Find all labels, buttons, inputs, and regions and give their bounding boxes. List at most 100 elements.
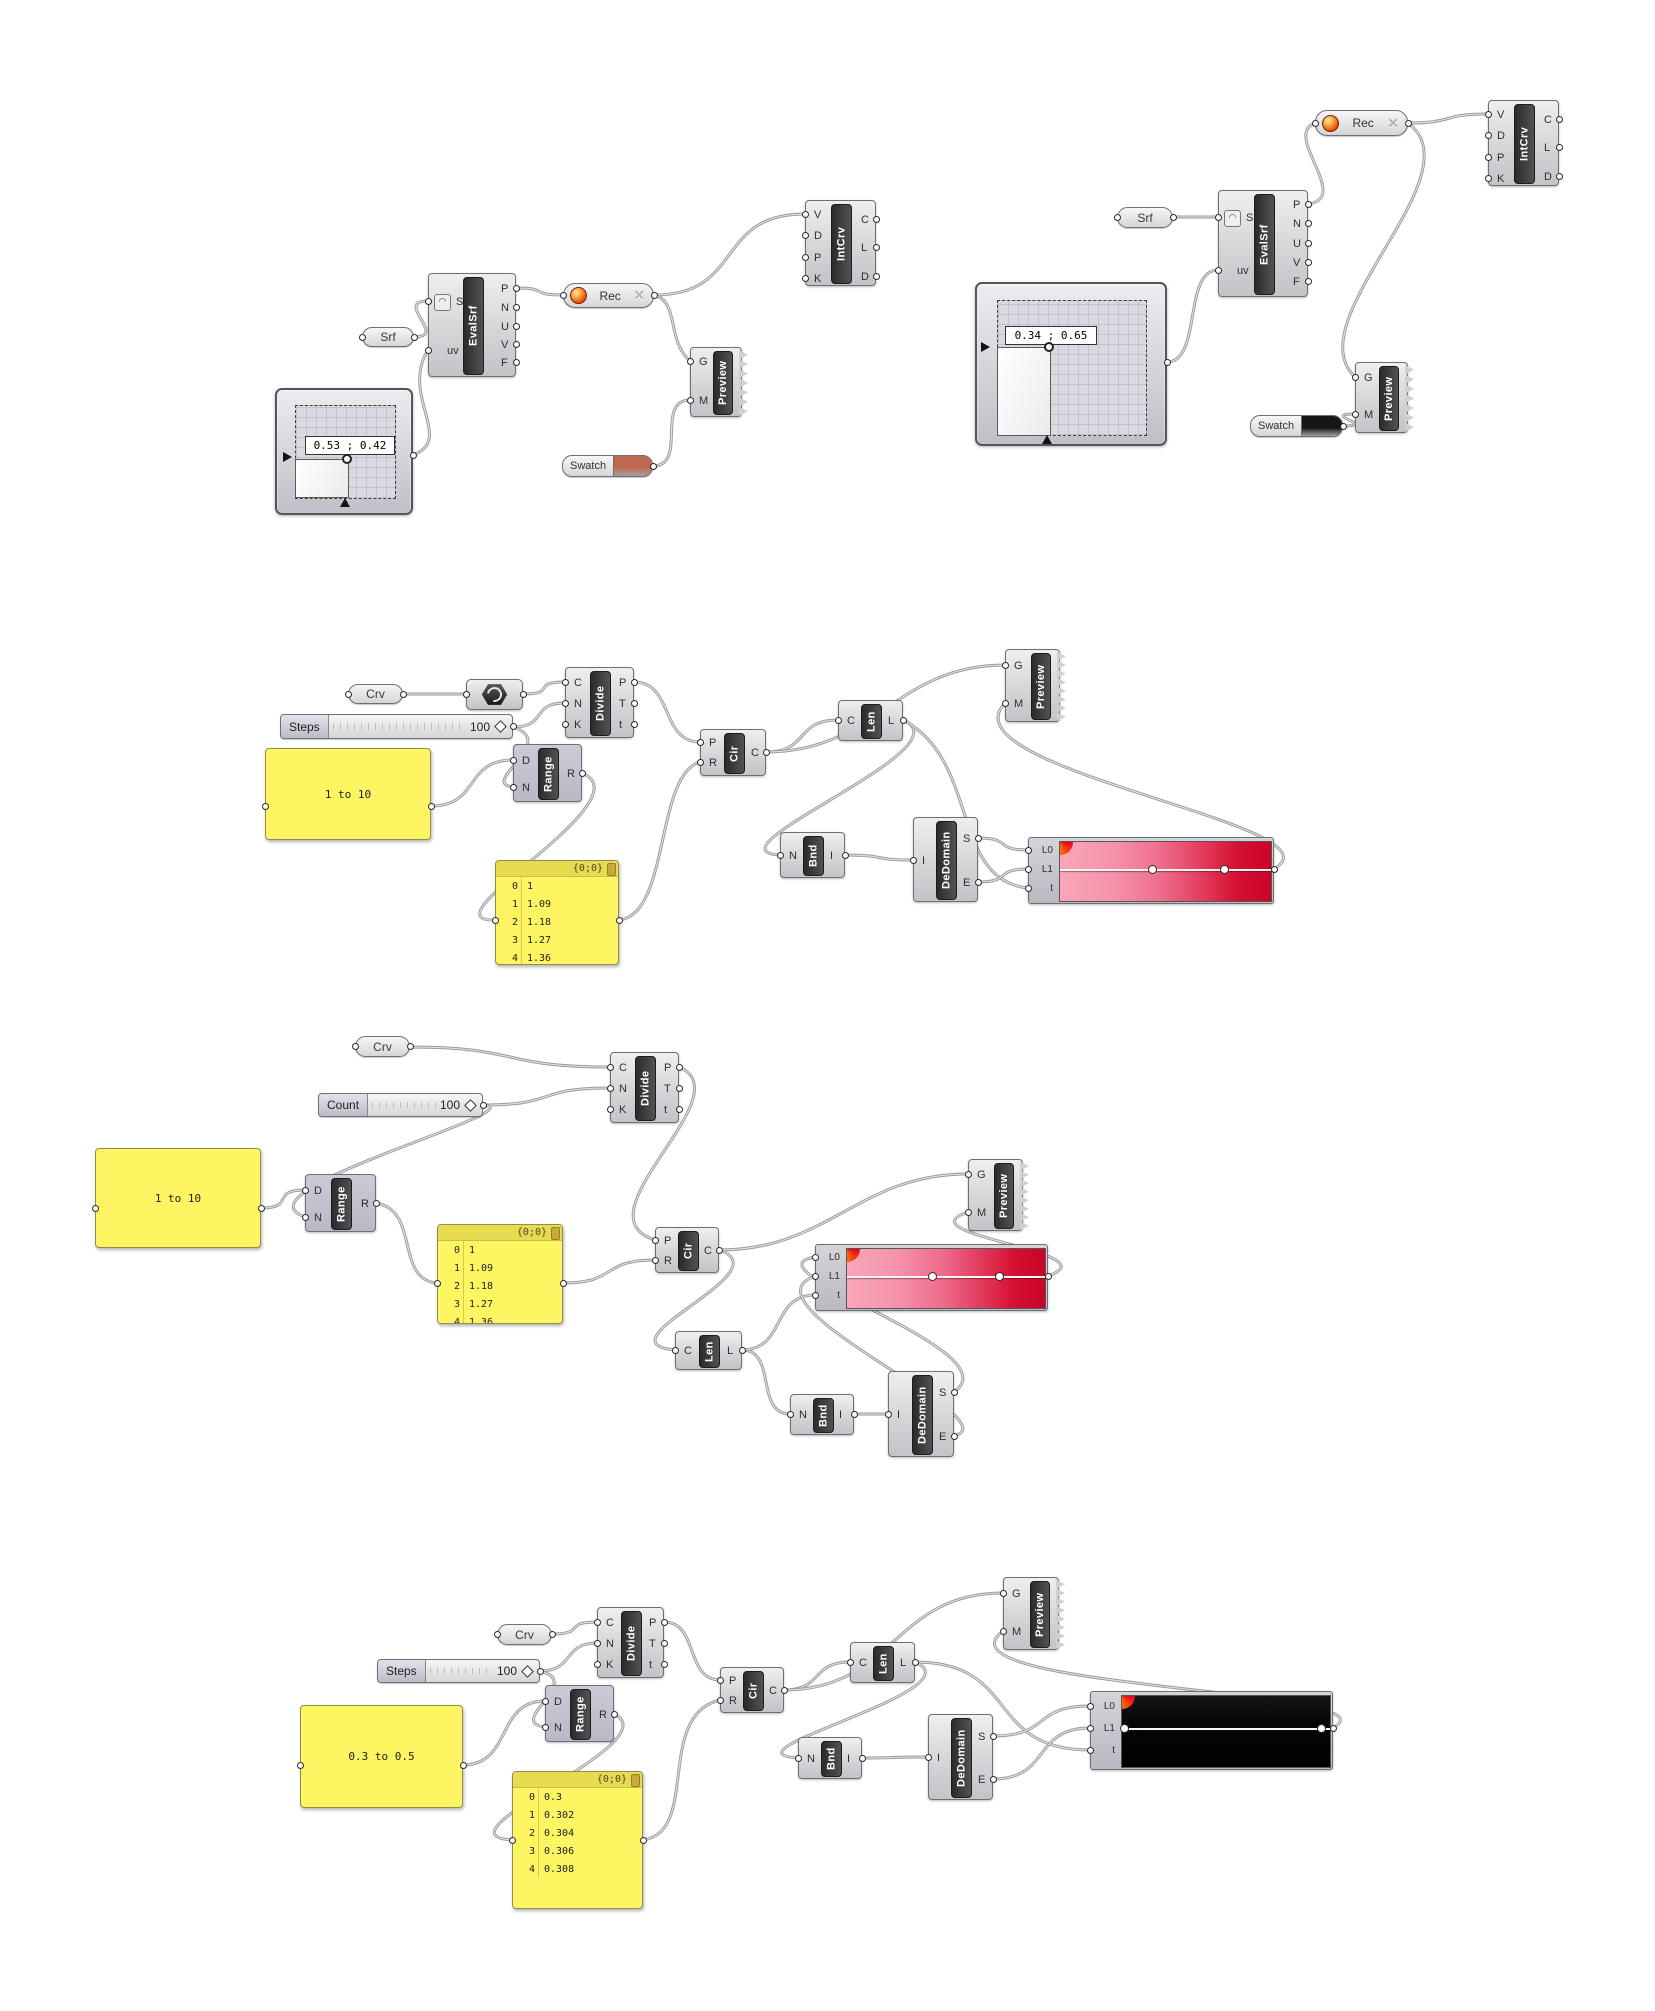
listpanel-5-in-port[interactable]: [508, 1836, 516, 1844]
preview-5-in-M-port[interactable]: [999, 1627, 1007, 1635]
intcrv-2-out-L-port[interactable]: [1555, 143, 1563, 151]
md-slider-1[interactable]: 0.53 ; 0.42: [275, 388, 413, 515]
intcrv-2-out-C-port[interactable]: [1555, 115, 1563, 123]
intcrv-1-out-D-port[interactable]: [872, 272, 880, 280]
dedomain-5-out-S-port[interactable]: [989, 1732, 997, 1740]
gradient-5-in-t-port[interactable]: [1086, 1746, 1094, 1754]
md-slider-2-handle[interactable]: [1044, 342, 1054, 352]
steps-slider-5-out-port[interactable]: [536, 1667, 544, 1675]
swatch-1-out-port[interactable]: [649, 462, 657, 470]
divide-3-in-N-port[interactable]: [561, 699, 569, 707]
srf-param-2-out-port[interactable]: [1169, 214, 1177, 221]
gradient-3-in-L0-port[interactable]: [1024, 846, 1032, 854]
intcrv-2-in-P-port[interactable]: [1484, 153, 1492, 161]
evalsrf-1-out-N-port[interactable]: [512, 303, 520, 311]
evalsrf-1-out-P-port[interactable]: [512, 284, 520, 292]
preview-3-in-M-port[interactable]: [1001, 699, 1009, 707]
md-slider-2-out-port[interactable]: [1163, 358, 1171, 366]
listpanel-3-drag-tab[interactable]: [607, 863, 616, 876]
range-5-in-N-port[interactable]: [541, 1723, 549, 1731]
steps-slider-5-track[interactable]: [429, 1668, 493, 1674]
divide-3-out-P-port[interactable]: [630, 678, 638, 686]
cir-5-in-P-port[interactable]: [716, 1676, 724, 1684]
preview-1-in-M-port[interactable]: [686, 396, 694, 404]
crv-param-3[interactable]: Crv: [348, 684, 403, 704]
panel-03to05-5-out-port[interactable]: [459, 1761, 467, 1769]
divide-4-out-P-port[interactable]: [675, 1063, 683, 1071]
intcrv-2-in-K-port[interactable]: [1484, 174, 1492, 182]
preview-2-in-M-port[interactable]: [1351, 410, 1359, 418]
gradient-5-grip-1[interactable]: [1317, 1723, 1327, 1733]
intcrv-2-out-D-port[interactable]: [1555, 172, 1563, 180]
preview-4-in-G-port[interactable]: [964, 1170, 972, 1178]
preview-2-in-G-port[interactable]: [1351, 373, 1359, 381]
gradient-3-in-t-port[interactable]: [1024, 884, 1032, 892]
md-slider-1-handle[interactable]: [342, 454, 352, 464]
gradient-4-grip-0[interactable]: [927, 1271, 937, 1281]
listpanel-5-out-port[interactable]: [639, 1836, 647, 1844]
evalsrf-2-in-uv-port[interactable]: [1214, 266, 1222, 274]
steps-slider-3-track[interactable]: [332, 723, 466, 730]
evalsrf-1-in-uv-port[interactable]: [424, 346, 432, 354]
evalsrf-1-in-S-port[interactable]: [424, 297, 432, 305]
curve-data-3-out-port[interactable]: [519, 691, 527, 698]
count-slider-4-out-port[interactable]: [479, 1101, 487, 1109]
gradient-3-grip-1[interactable]: [1220, 864, 1230, 874]
rec-2-out-port[interactable]: [1404, 119, 1412, 127]
range-5-out-R-port[interactable]: [610, 1710, 618, 1718]
swatch-2-color-well[interactable]: [1301, 416, 1342, 436]
steps-slider-5-grip-icon[interactable]: [521, 1664, 534, 1678]
bnd-5-out-I-port[interactable]: [858, 1754, 866, 1762]
len-3-out-L-port[interactable]: [899, 716, 907, 724]
listpanel-4-drag-tab[interactable]: [551, 1227, 560, 1240]
divide-5-out-T-port[interactable]: [660, 1639, 668, 1647]
evalsrf-2-out-V-port[interactable]: [1304, 258, 1312, 266]
range-3-in-D-port[interactable]: [509, 756, 517, 764]
preview-3-in-G-port[interactable]: [1001, 661, 1009, 669]
gradient-4-in-t-port[interactable]: [811, 1291, 819, 1299]
panel-1to10-4-out-port[interactable]: [257, 1204, 265, 1212]
count-slider-4-grip-icon[interactable]: [464, 1098, 477, 1112]
divide-3-out-T-port[interactable]: [630, 699, 638, 707]
preview-5-in-G-port[interactable]: [999, 1589, 1007, 1597]
srf-param-2-in-port[interactable]: [1113, 214, 1121, 221]
panel-1to10-4[interactable]: 1 to 10: [95, 1148, 261, 1248]
gradient-3-gradient-body[interactable]: [1059, 841, 1272, 902]
bnd-5-in-N-port[interactable]: [794, 1754, 802, 1762]
swatch-2-out-port[interactable]: [1339, 422, 1347, 430]
dedomain-5-in-I-port[interactable]: [924, 1753, 932, 1761]
bnd-3-in-N-port[interactable]: [776, 851, 784, 859]
len-4-out-L-port[interactable]: [738, 1346, 746, 1354]
gradient-4-in-L1-port[interactable]: [811, 1272, 819, 1280]
gradient-5-in-L0-port[interactable]: [1086, 1702, 1094, 1710]
evalsrf-2-out-P-port[interactable]: [1304, 200, 1312, 208]
cir-4-out-C-port[interactable]: [715, 1246, 723, 1254]
intcrv-1-out-C-port[interactable]: [872, 215, 880, 223]
steps-slider-3-grip-icon[interactable]: [494, 720, 507, 733]
rec-2-in-port[interactable]: [1311, 119, 1319, 127]
cir-4-in-P-port[interactable]: [651, 1236, 659, 1244]
listpanel-4-out-port[interactable]: [559, 1279, 567, 1287]
evalsrf-2-out-N-port[interactable]: [1304, 219, 1312, 227]
swatch-1[interactable]: Swatch: [562, 455, 653, 477]
